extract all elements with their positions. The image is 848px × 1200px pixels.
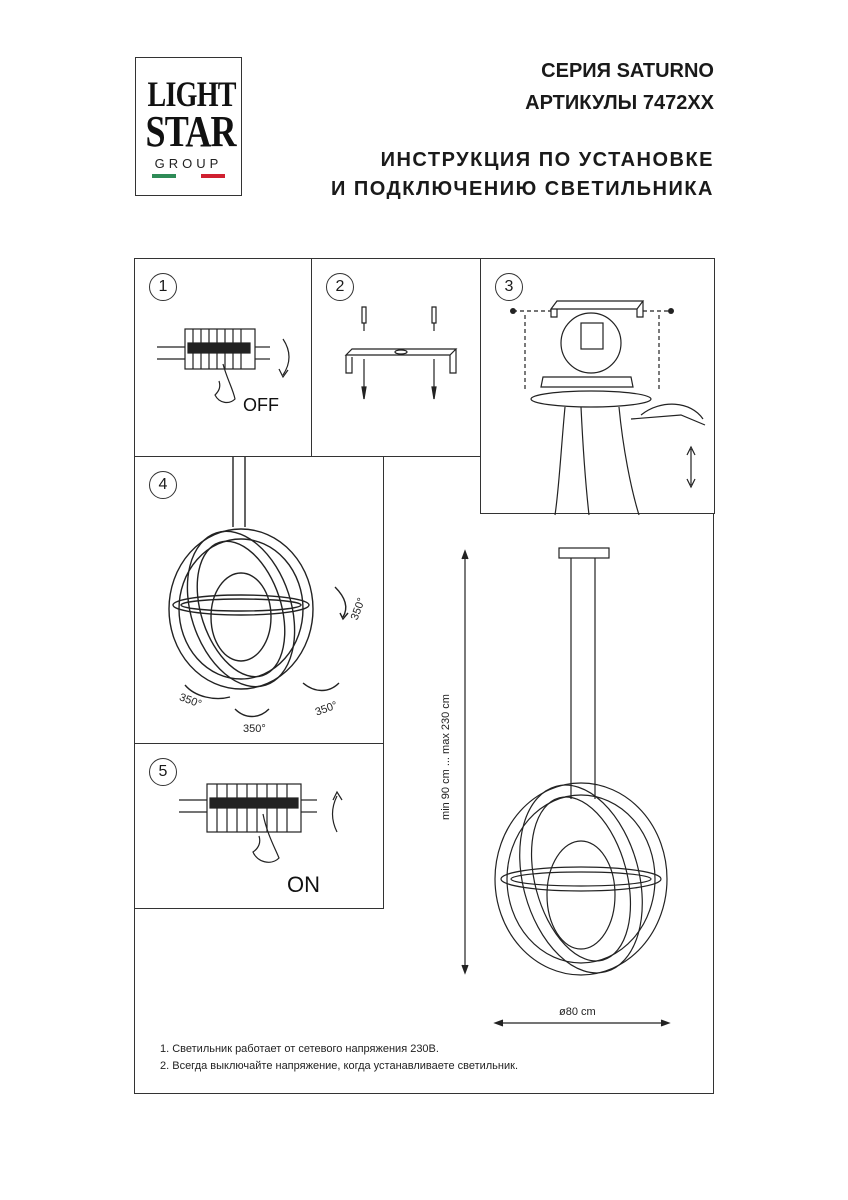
instruction-title-line2: И ПОДКЛЮЧЕНИЮ СВЕТИЛЬНИКА	[330, 178, 714, 200]
flag-green	[152, 174, 177, 178]
note-1: 1. Светильник работает от сетевого напря…	[160, 1043, 439, 1055]
mounting-bracket-illustration	[344, 306, 458, 400]
flag-white	[176, 174, 201, 178]
step-number: 2	[326, 273, 354, 301]
diagram-frame: 1 OFF 2	[134, 258, 715, 1094]
step-1-panel: 1 OFF	[134, 258, 312, 457]
height-dimension-label: min 90 cm ... max 230 cm	[439, 694, 452, 820]
logo-word-light: LIGHT	[147, 74, 237, 114]
off-label: OFF	[243, 395, 279, 415]
step-5-panel: 5 ON	[134, 743, 384, 909]
logo-word-group: GROUP	[154, 156, 223, 171]
step-number: 3	[495, 273, 523, 301]
step-number: 4	[149, 471, 177, 499]
on-label: ON	[287, 872, 320, 897]
breaker-on-illustration	[179, 783, 343, 863]
step-number: 5	[149, 758, 177, 786]
flag-red	[200, 174, 225, 178]
articles-title: АРТИКУЛЫ 7472XX	[525, 92, 714, 114]
logo-word-star: STAR	[145, 107, 236, 156]
breaker-off-illustration	[157, 328, 290, 404]
step-2-panel: 2	[311, 258, 481, 457]
dimension-drawing	[461, 547, 671, 1027]
note-2: 2. Всегда выключайте напряжение, когда у…	[160, 1060, 519, 1072]
rotation-label-bottom: 350°	[243, 723, 266, 735]
wiring-illustration	[510, 300, 706, 516]
italian-flag-stripe	[152, 174, 225, 178]
diameter-dimension-label: ø80 cm	[559, 1006, 596, 1018]
step-4-panel: 4 350° 350° 350° 350°	[134, 456, 384, 744]
rotation-adjustment-illustration	[168, 457, 349, 718]
step-3-panel: 3	[480, 258, 715, 516]
series-title: СЕРИЯ SATURNO	[541, 60, 714, 82]
brand-logo: LIGHT STAR GROUP	[135, 57, 242, 196]
instruction-title-line1: ИНСТРУКЦИЯ ПО УСТАНОВКЕ	[380, 149, 714, 171]
step-number: 1	[149, 273, 177, 301]
